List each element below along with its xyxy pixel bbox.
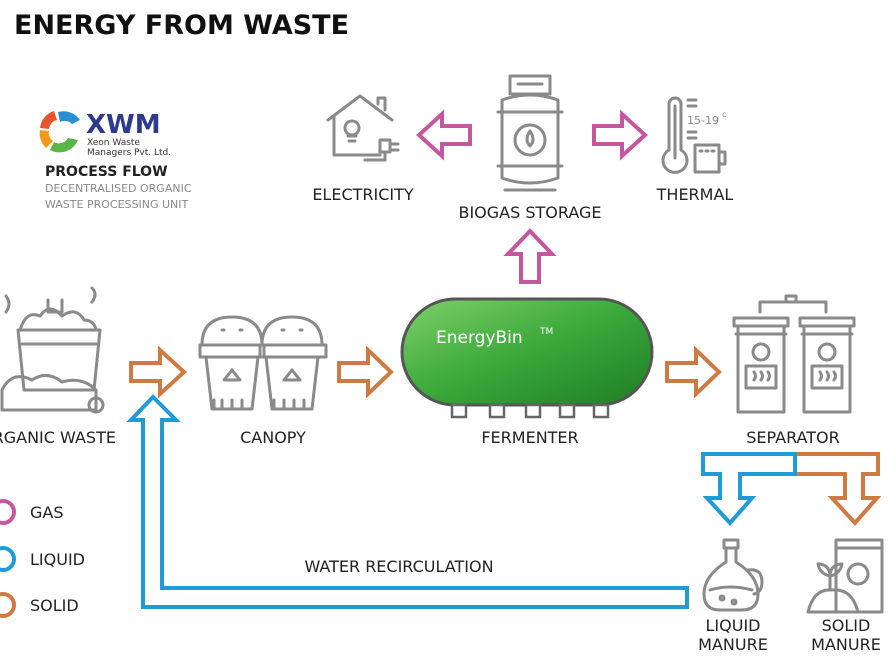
legend-liquid-label: LIQUID [30,550,85,569]
thermal-unit: c [722,110,726,119]
label-fermenter: FERMENTER [481,428,578,447]
house-plug-icon [326,94,400,162]
energybin-trademark: TM [539,327,553,337]
label-organic-waste: ORGANIC WASTE [0,428,116,447]
page-title: ENERGY FROM WASTE [14,10,349,41]
label-water-recirculation: WATER RECIRCULATION [304,557,493,576]
label-liquid-manure-1: LIQUID [706,616,761,635]
organic-waste-icon [0,286,105,414]
label-solid-manure-1: SOLID [822,616,871,635]
legend-liquid-swatch [0,546,16,572]
legend: GAS LIQUID SOLID [0,499,85,618]
label-separator: SEPARATOR [746,428,840,447]
thermal-temperature: 15-19 [687,114,719,127]
label-electricity: ELECTRICITY [312,185,414,204]
solid-arrow-to-canopy [129,345,187,399]
label-canopy: CANOPY [240,428,306,447]
xwm-logo: XWM Xeon Waste Managers Pvt. Ltd. [39,110,171,158]
process-flow-heading: PROCESS FLOW [45,164,168,180]
legend-gas-swatch [0,499,16,525]
solid-arrow-to-separator [665,345,722,399]
water-recirculation-arrow [126,394,689,609]
label-thermal: THERMAL [656,185,734,204]
separator-icon [732,294,856,414]
gas-arrow-to-storage [503,228,557,284]
solid-manure-bag-icon [806,538,884,614]
liquid-arrow-to-liquid-manure [701,452,797,526]
logo-company-1: Xeon Waste [87,138,140,148]
canopy-bins-icon [198,315,328,411]
solid-arrow-to-solid-manure [793,452,882,526]
legend-solid-swatch [0,592,16,618]
logo-company-2: Managers Pvt. Ltd. [87,148,171,158]
gas-arrow-to-thermal [592,109,648,161]
subheading-2: WASTE PROCESSING UNIT [45,198,188,211]
legend-solid-label: SOLID [30,596,79,615]
gas-cylinder-icon [496,74,564,192]
gas-arrow-to-electricity [416,109,472,161]
subheading-1: DECENTRALISED ORGANIC [45,182,192,195]
thermometer-icon [661,96,727,174]
liquid-manure-jug-icon [702,538,764,612]
label-solid-manure-2: MANURE [811,635,881,654]
fermenter-tank [400,297,654,419]
logo-mark: XWM [86,110,161,140]
label-biogas-storage: BIOGAS STORAGE [458,203,601,222]
solid-arrow-to-fermenter [337,345,394,399]
energybin-brand: EnergyBin [436,328,523,348]
legend-gas-label: GAS [30,503,64,522]
label-liquid-manure-2: MANURE [698,635,768,654]
